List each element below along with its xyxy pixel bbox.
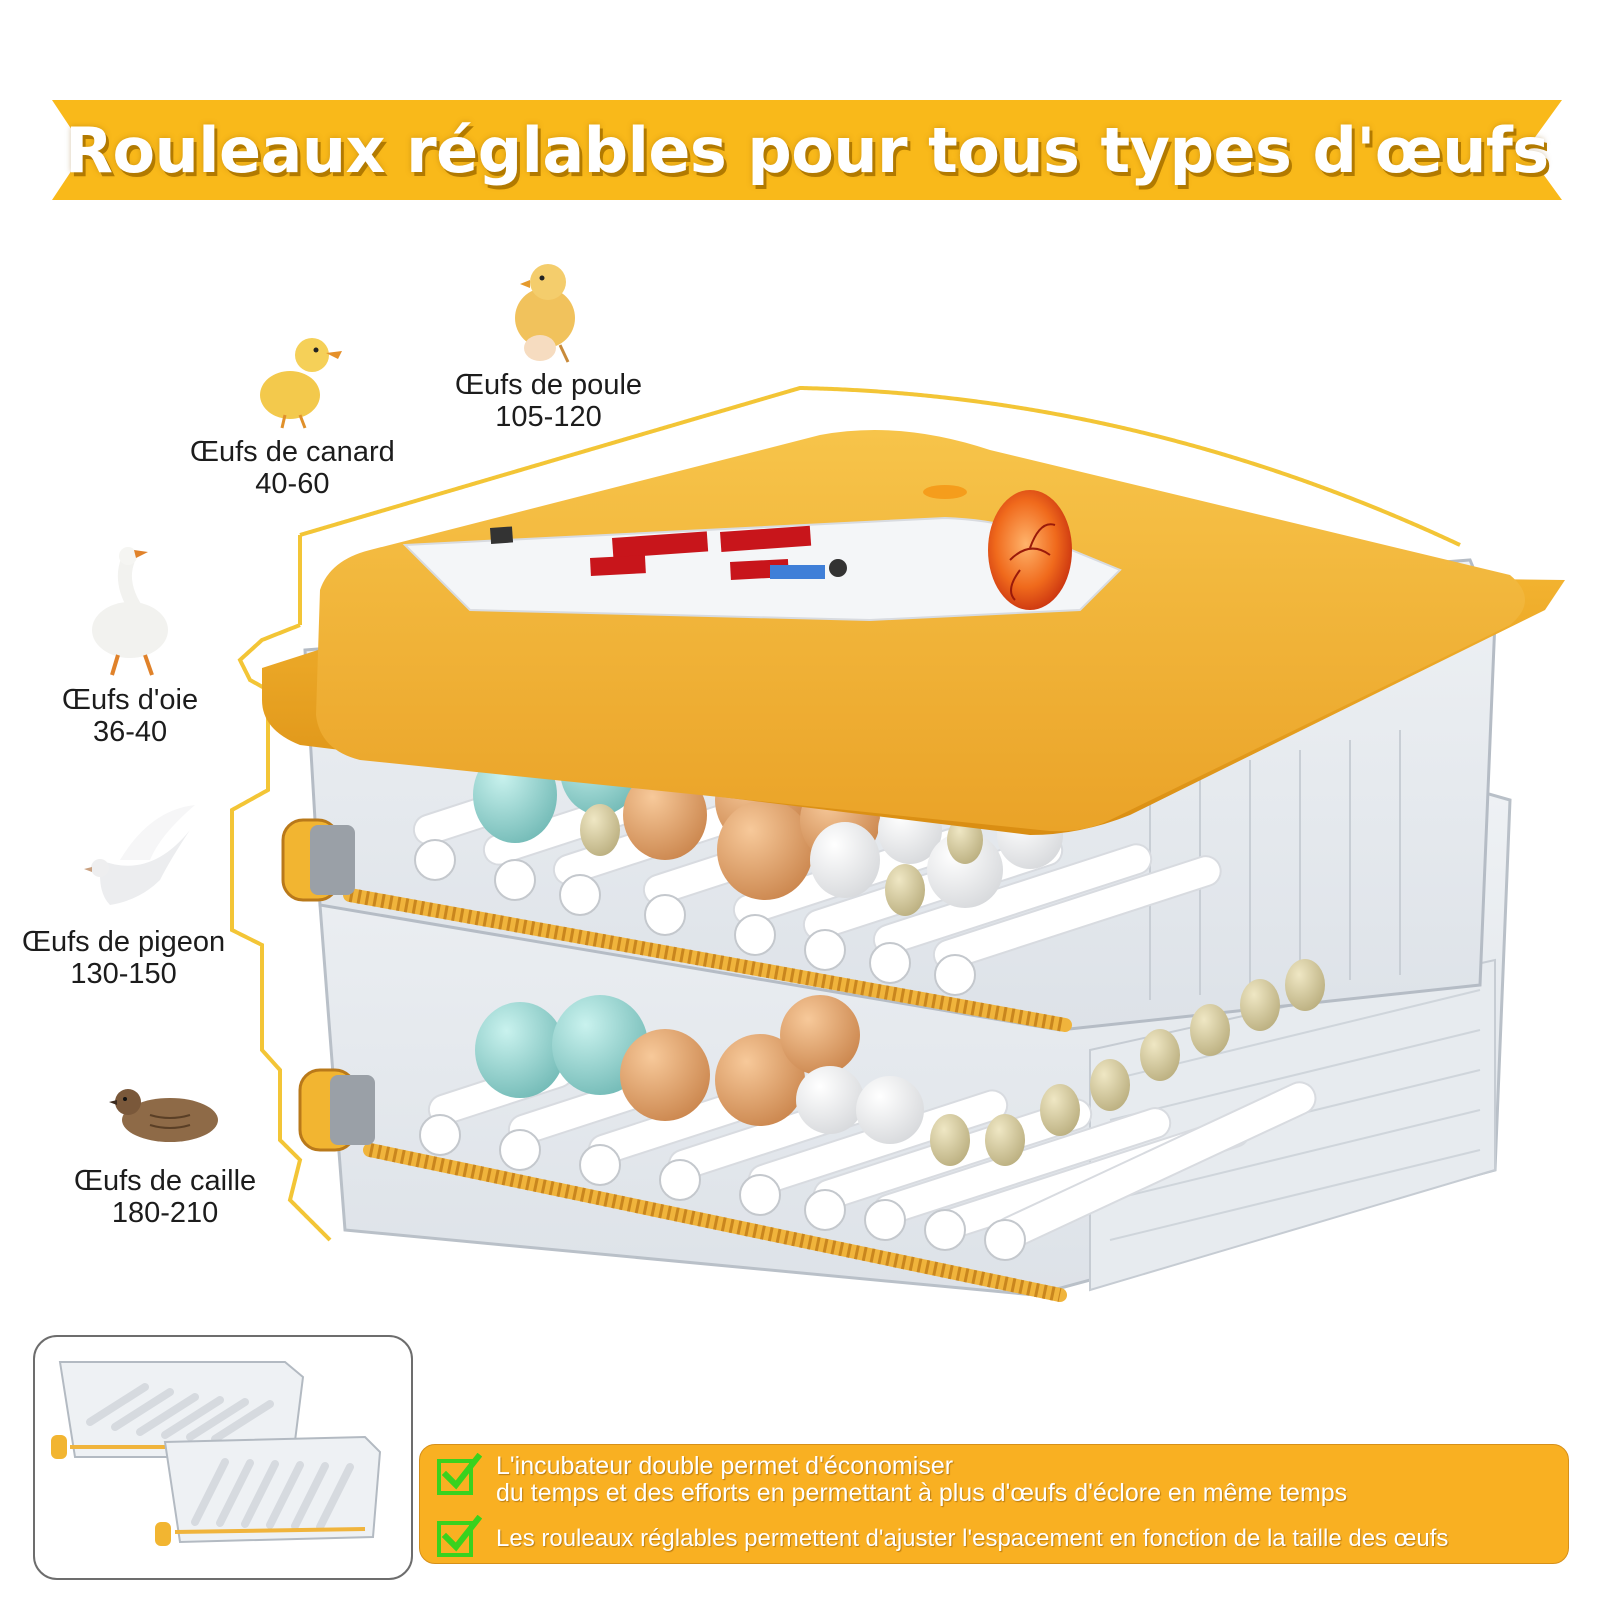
label-quail-eggs: Œufs de caille 180-210 — [74, 1165, 256, 1229]
lower-knob — [298, 1068, 375, 1152]
quail-icon — [109, 1089, 218, 1142]
duckling-icon — [260, 338, 342, 429]
upper-knob — [281, 818, 355, 902]
egg-type-name: Œufs de caille — [74, 1165, 257, 1197]
check-icon — [437, 1453, 482, 1495]
label-hen-eggs: Œufs de poule 105-120 — [455, 369, 642, 433]
egg-capacity: 130-150 — [70, 958, 177, 990]
features-bar: L'incubateur double permet d'économiser … — [419, 1444, 1569, 1564]
candling-egg-icon — [988, 490, 1072, 610]
separated-drawers-image — [51, 1361, 382, 1546]
feature-text: L'incubateur double permet d'économiser … — [496, 1453, 1347, 1507]
incubator-lid — [262, 430, 1565, 835]
egg-type-name: Œufs de pigeon — [22, 926, 226, 958]
lower-roller-gears — [419, 1114, 1026, 1261]
egg-type-name: Œufs de poule — [455, 369, 643, 401]
feature-line: Les rouleaux réglables permettent d'ajus… — [496, 1525, 1449, 1552]
upper-roller-gears — [414, 839, 976, 996]
inset-bottom-drawer — [155, 1435, 382, 1546]
egg-capacity: 40-60 — [255, 468, 330, 500]
double-drawer-inset — [33, 1335, 413, 1580]
egg-type-name: Œufs d'oie — [62, 684, 199, 716]
feature-item: L'incubateur double permet d'économiser … — [436, 1453, 1347, 1507]
chick-icon — [515, 264, 575, 363]
set-button — [829, 559, 847, 577]
feature-line: L'incubateur double permet d'économiser — [496, 1452, 954, 1480]
egg-capacity: 36-40 — [92, 716, 168, 748]
lower-eggs — [475, 959, 1325, 1166]
label-duck-eggs: Œufs de canard 40-60 — [190, 436, 395, 500]
page-title: Rouleaux réglables pour tous types d'œuf… — [65, 113, 1549, 187]
power-switch — [490, 526, 514, 544]
check-icon — [437, 1515, 482, 1557]
mode-buttons — [770, 565, 825, 579]
feature-line: du temps et des efforts en permettant à … — [496, 1479, 1348, 1507]
feature-item: Les rouleaux réglables permettent d'ajus… — [436, 1515, 1448, 1559]
label-pigeon-eggs: Œufs de pigeon 130-150 — [22, 926, 225, 990]
pigeon-icon — [84, 805, 195, 905]
feature-text: Les rouleaux réglables permettent d'ajus… — [496, 1525, 1448, 1552]
goose-icon — [92, 547, 168, 676]
title-banner — [52, 100, 1562, 200]
vent-light — [923, 485, 967, 499]
egg-type-name: Œufs de canard — [190, 436, 395, 468]
label-goose-eggs: Œufs d'oie 36-40 — [62, 684, 198, 748]
egg-capacity: 105-120 — [495, 401, 602, 433]
egg-capacity: 180-210 — [111, 1197, 219, 1229]
